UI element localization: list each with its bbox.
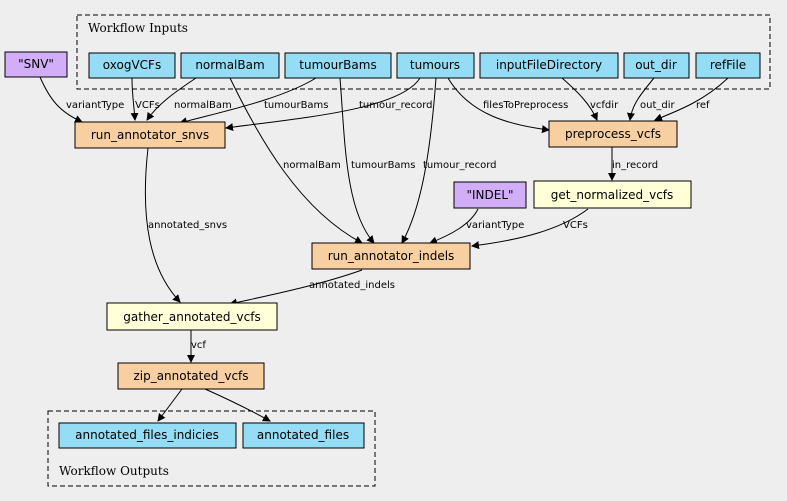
node-indel-label: "INDEL": [466, 188, 513, 202]
node-indel-constant[interactable]: "INDEL": [453, 181, 527, 209]
edge-snv-to-run-annotator-snvs: variantType: [39, 76, 124, 123]
edge-label-out-dir: out_dir: [640, 100, 676, 111]
node-oxogvcfs[interactable]: oxogVCFs: [88, 52, 176, 79]
edge-label-normalbam-indels: normalBam: [283, 160, 341, 171]
node-inputfiledirectory-label: inputFileDirectory: [496, 58, 602, 72]
edge-label-variant-type-indels: variantType: [466, 220, 524, 231]
edge-oxogvcfs-to-run-annotator-snvs: VCFs: [130, 77, 160, 121]
node-snv-label: "SNV": [18, 57, 54, 71]
edge-tumours-to-run-annotator-indels: tumour_record: [401, 77, 497, 244]
node-tumours-label: tumours: [410, 58, 460, 72]
edge-label-in-record: in_record: [612, 160, 658, 171]
edge-label-tumour-record-indels: tumour_record: [423, 160, 497, 171]
node-preprocess-vcfs[interactable]: preprocess_vcfs: [548, 120, 678, 148]
edge-run-annotator-indels-to-gather: annotated_indels: [229, 269, 395, 307]
node-reffile[interactable]: refFile: [695, 52, 761, 79]
edge-label-variant-type: variantType: [66, 100, 124, 111]
node-get-normalized-vcfs[interactable]: get_normalized_vcfs: [533, 180, 692, 209]
node-run-annotator-indels-label: run_annotator_indels: [328, 249, 455, 263]
edge-indel-to-run-annotator-indels: variantType: [429, 208, 524, 245]
workflow-inputs-label: Workflow Inputs: [88, 21, 188, 35]
edge-get-normalized-to-run-annotator-indels: VCFs: [471, 208, 589, 250]
workflow-outputs-label: Workflow Outputs: [59, 464, 169, 478]
node-tumours[interactable]: tumours: [396, 52, 475, 79]
edge-normalbam-to-run-annotator-snvs: normalBam: [146, 77, 232, 121]
edge-tumourbams-to-run-annotator-snvs: tumourBams: [179, 77, 329, 126]
node-inputfiledirectory[interactable]: inputFileDirectory: [479, 52, 619, 79]
edge-label-files-to-preprocess: filesToPreprocess: [483, 100, 568, 111]
node-normalbam-label: normalBam: [195, 58, 264, 72]
node-out-dir[interactable]: out_dir: [623, 52, 690, 79]
edge-tumours-to-run-annotator-snvs: tumour_record: [225, 77, 433, 132]
edge-label-vcfdir: vcfdir: [590, 100, 619, 111]
edge-tumourbams-to-run-annotator-indels: tumourBams: [339, 77, 416, 244]
edge-label-vcf: vcf: [191, 340, 206, 351]
edge-label-annotated-snvs: annotated_snvs: [148, 220, 227, 231]
node-tumourbams[interactable]: tumourBams: [284, 52, 392, 79]
node-run-annotator-snvs[interactable]: run_annotator_snvs: [74, 121, 226, 149]
edge-run-annotator-snvs-to-gather: annotated_snvs: [144, 147, 227, 303]
edge-label-annotated-indels: annotated_indels: [309, 280, 395, 291]
node-oxogvcfs-label: oxogVCFs: [103, 58, 161, 72]
node-run-annotator-indels[interactable]: run_annotator_indels: [311, 242, 471, 270]
workflow-outputs-cluster: Workflow Outputs: [47, 410, 376, 487]
node-preprocess-vcfs-label: preprocess_vcfs: [565, 127, 661, 141]
edge-outdir-to-preprocess: out_dir: [626, 77, 676, 121]
node-get-normalized-vcfs-label: get_normalized_vcfs: [551, 188, 674, 202]
edge-label-vcfs-indels: VCFs: [563, 220, 588, 231]
node-annotated-files-indicies-label: annotated_files_indicies: [75, 428, 219, 442]
workflow-inputs-cluster: Workflow Inputs: [76, 14, 771, 90]
node-annotated-files-label: annotated_files: [257, 428, 349, 442]
node-normalbam[interactable]: normalBam: [180, 52, 280, 79]
node-annotated-files-indicies[interactable]: annotated_files_indicies: [58, 422, 237, 449]
node-tumourbams-label: tumourBams: [299, 58, 376, 72]
node-out-dir-label: out_dir: [635, 58, 677, 72]
node-gather-annotated-vcfs[interactable]: gather_annotated_vcfs: [106, 302, 278, 331]
node-gather-annotated-vcfs-label: gather_annotated_vcfs: [123, 310, 260, 324]
edge-inputfiledirectory-to-preprocess: vcfdir: [561, 77, 619, 121]
edge-label-tumourbams: tumourBams: [264, 100, 329, 111]
node-snv-constant[interactable]: "SNV": [4, 51, 68, 78]
edge-gather-to-zip: vcf: [187, 330, 206, 363]
edge-normalbam-to-run-annotator-indels: normalBam: [229, 77, 363, 244]
edge-tumours-to-preprocess: filesToPreprocess: [447, 77, 568, 134]
edge-label-ref: ref: [696, 100, 710, 111]
node-zip-annotated-vcfs-label: zip_annotated_vcfs: [133, 369, 248, 383]
node-zip-annotated-vcfs[interactable]: zip_annotated_vcfs: [117, 362, 265, 390]
node-annotated-files[interactable]: annotated_files: [242, 422, 365, 449]
edge-label-vcfs: VCFs: [135, 100, 160, 111]
edge-label-tumourbams-indels: tumourBams: [351, 160, 416, 171]
node-run-annotator-snvs-label: run_annotator_snvs: [91, 128, 209, 142]
node-reffile-label: refFile: [710, 58, 746, 72]
edge-reffile-to-preprocess: ref: [654, 77, 729, 122]
edge-preprocess-to-get-normalized: in_record: [608, 146, 658, 181]
edge-label-tumour-record: tumour_record: [359, 100, 433, 111]
edge-label-normalbam: normalBam: [174, 100, 232, 111]
edge-zip-to-annotated-files: [204, 388, 271, 422]
edge-zip-to-annotated-files-indicies: [157, 388, 183, 422]
